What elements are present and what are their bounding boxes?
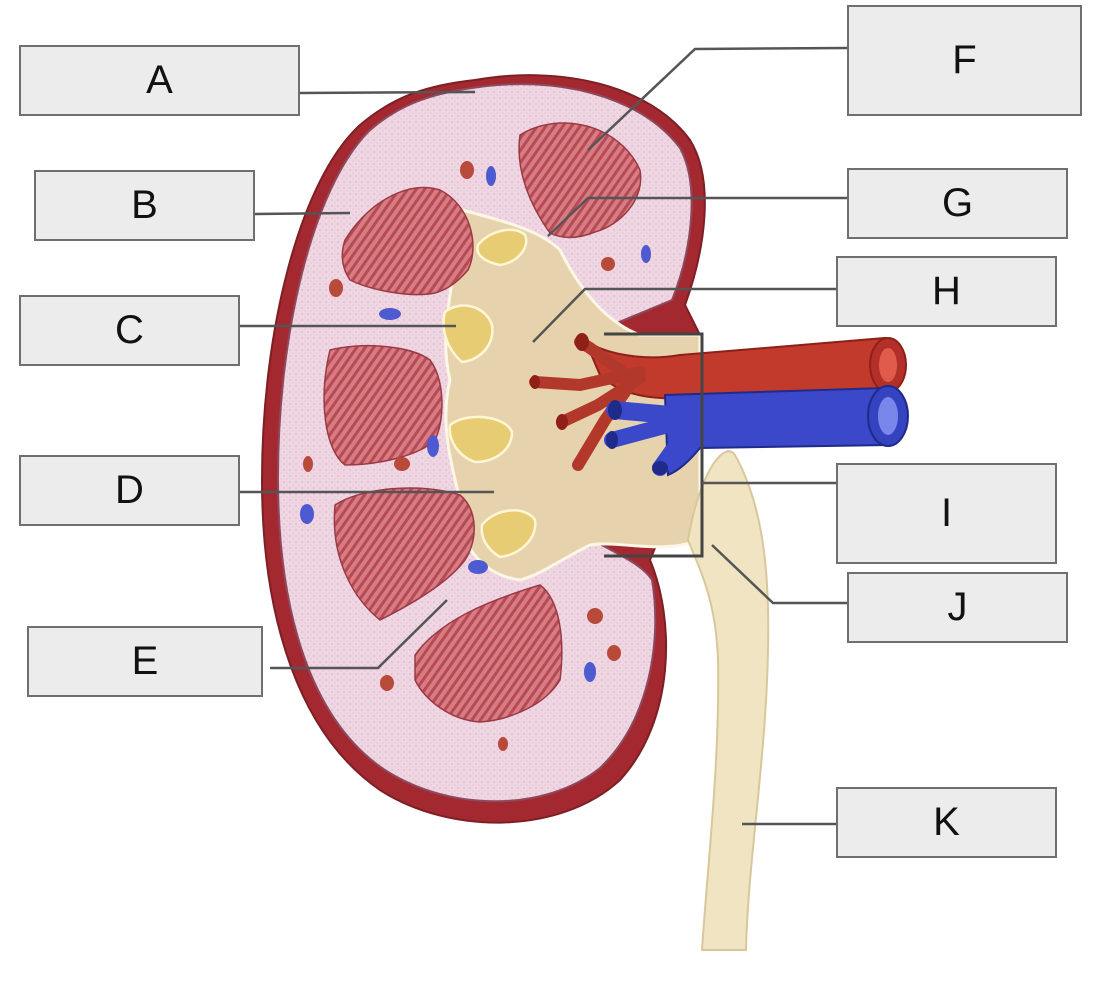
leader-line-g [547, 196, 847, 237]
label-box-h: H [836, 256, 1057, 327]
renal-pyramid-3 [323, 344, 443, 466]
leader-line-b [254, 211, 351, 216]
leader-lines [240, 46, 848, 826]
label-box-a: A [19, 45, 300, 116]
label-box-g: G [847, 168, 1068, 239]
leader-line-j [711, 544, 847, 605]
renal-pyramid-2 [341, 186, 474, 296]
renal-pyramid-5 [414, 584, 563, 723]
cortical-vessels [300, 161, 651, 751]
label-box-k: K [836, 787, 1057, 858]
label-box-c: C [19, 295, 240, 366]
label-box-d: D [19, 455, 240, 526]
label-box-b: B [34, 170, 255, 241]
minor-calyx-3 [448, 415, 514, 464]
renal-pelvis [444, 208, 702, 582]
label-box-e: E [27, 626, 263, 697]
minor-calyx-1 [476, 228, 528, 267]
renal-artery [529, 333, 907, 471]
label-box-f: F [847, 5, 1082, 116]
ureter [686, 450, 770, 951]
label-box-i: I [836, 463, 1057, 564]
renal-pyramid-4 [333, 487, 475, 621]
leader-line-e [270, 599, 448, 670]
renal-vein [604, 385, 909, 477]
leader-line-a [299, 90, 476, 95]
label-box-j: J [847, 572, 1068, 643]
minor-calyx-2 [442, 304, 494, 364]
renal-pyramid-1 [518, 122, 642, 239]
leader-line-f [587, 46, 848, 151]
leader-line-h [532, 287, 836, 343]
minor-calyx-4 [480, 509, 537, 559]
hilum-bracket [604, 332, 704, 558]
